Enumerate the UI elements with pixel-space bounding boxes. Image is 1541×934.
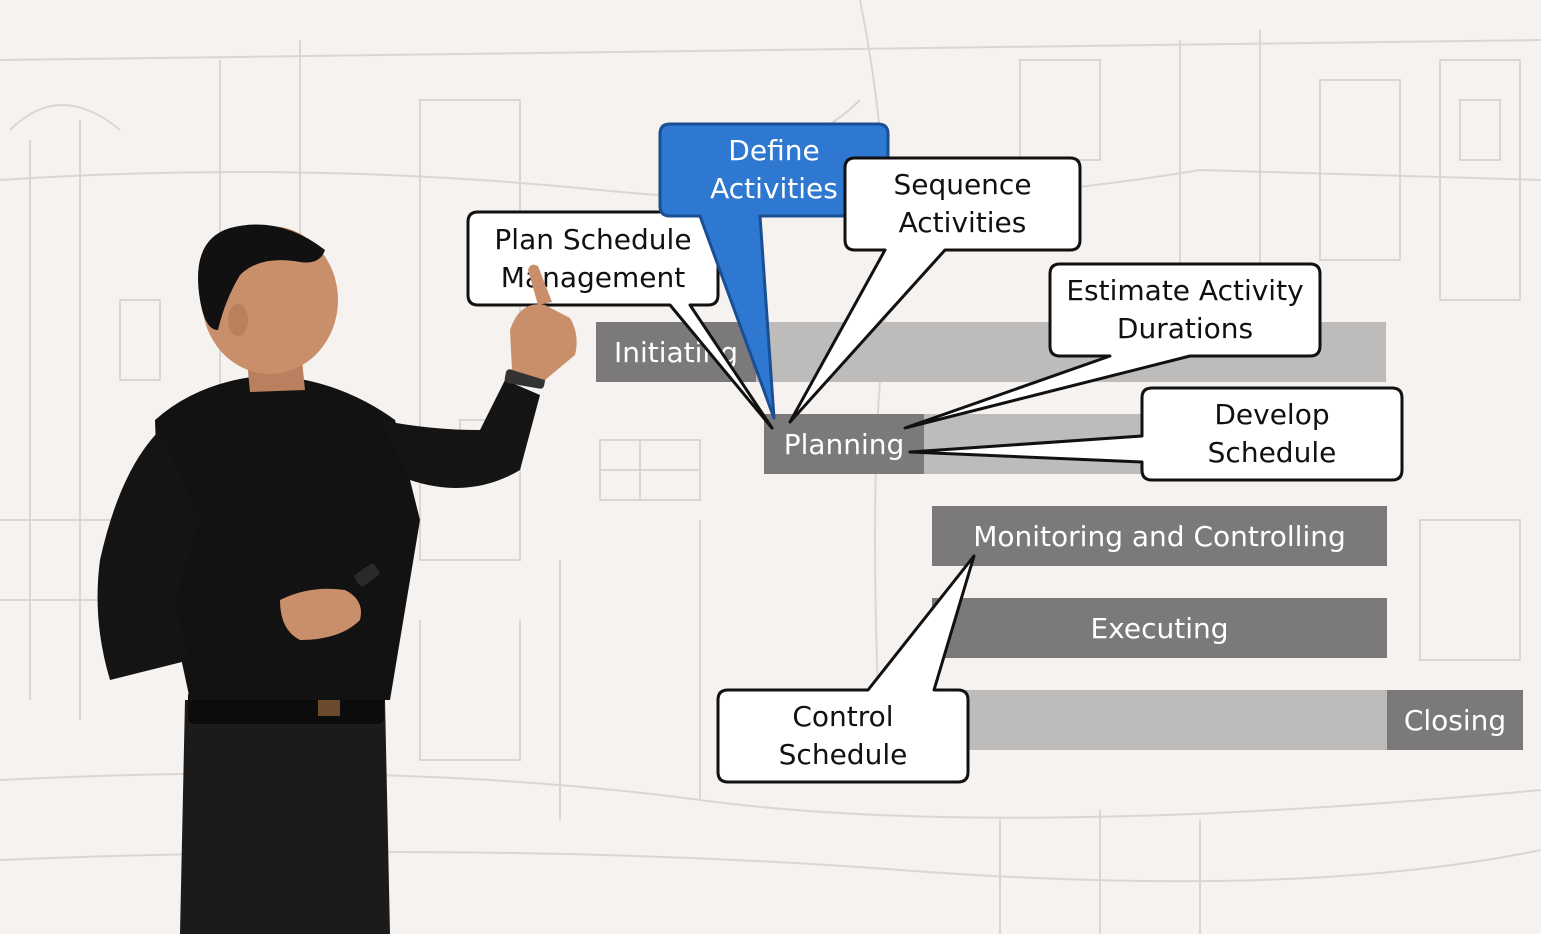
monitoring-and-controlling-label: Monitoring and Controlling <box>973 519 1346 553</box>
closing-label: Closing <box>1403 703 1507 737</box>
planning-label: Planning <box>783 427 905 461</box>
closing-bar <box>1387 690 1523 750</box>
define-activities-text: Define Activities <box>710 134 838 205</box>
sequence-activities-bubble <box>788 156 1082 424</box>
executing-label: Executing <box>1090 611 1229 645</box>
control-schedule-text: Control Schedule <box>778 700 908 771</box>
sequence-activities-text: Sequence Activities <box>893 168 1032 239</box>
planning-bar <box>764 414 924 474</box>
develop-schedule-bubble <box>908 386 1404 482</box>
executing-bar <box>932 598 1387 658</box>
estimate-activity-durations-bubble <box>903 262 1322 430</box>
define-activities-bubble <box>658 122 890 420</box>
control-schedule-bubble <box>716 554 976 784</box>
develop-schedule-text: Develop Schedule <box>1207 398 1337 469</box>
closing-bar-light <box>966 690 1388 750</box>
monitoring-bar <box>932 506 1387 566</box>
estimate-activity-durations-text: Estimate Activity Durations <box>1066 274 1304 345</box>
